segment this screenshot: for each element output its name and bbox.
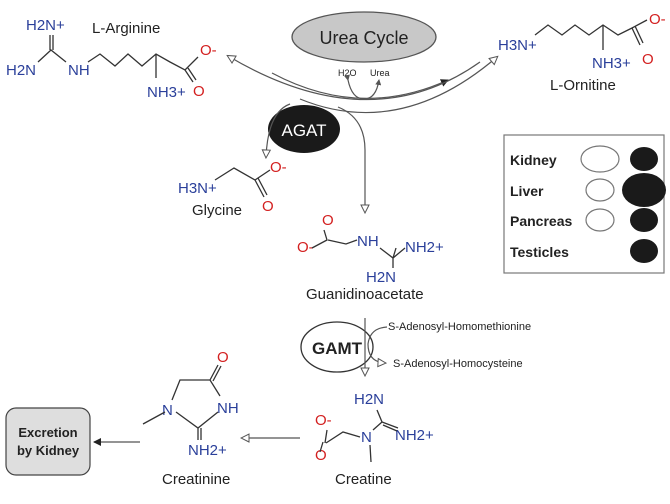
- orn-h3n-plus: H3N+: [498, 37, 537, 54]
- gaa-nh2-plus: NH2+: [405, 239, 444, 256]
- cr-name: Creatine: [335, 471, 392, 488]
- crn-nh2-plus: NH2+: [188, 442, 227, 459]
- orn-name: L-Ornitine: [550, 77, 616, 94]
- crn-name: Creatinine: [162, 471, 230, 488]
- arginine-to-ornithine-arrow: [271, 72, 449, 99]
- crn-o: O: [217, 349, 229, 366]
- gly-o-minus: O-: [270, 159, 287, 176]
- legend-liver: Liver: [510, 183, 544, 199]
- arg-o: O: [193, 83, 205, 100]
- excretion-line1: Excretion: [18, 425, 77, 440]
- agat-label: AGAT: [281, 121, 326, 140]
- arg-nh: NH: [68, 62, 90, 79]
- arg-nh3-plus: NH3+: [147, 84, 186, 101]
- gaa-name: Guanidinoacetate: [306, 286, 424, 303]
- orn-nh3-plus: NH3+: [592, 55, 631, 72]
- ornithine-formation-arrow: [299, 57, 497, 114]
- agat-level-dot-pancreas: [585, 208, 615, 232]
- agat-level-dot-liver: [585, 178, 615, 202]
- sam-sah-arrow: [367, 326, 387, 363]
- gamt-enzyme: [300, 321, 374, 373]
- urea-cycle-label: Urea Cycle: [319, 28, 408, 48]
- creatinine: O N NH NH2+ Creatinine: [142, 349, 239, 488]
- ornithine-to-arginine-arrow: [228, 56, 481, 101]
- urea-cycle-node: [291, 11, 437, 63]
- gamt-level-dot-kidney: [630, 147, 658, 171]
- excretion-line2: by Kidney: [17, 443, 80, 458]
- agat-level-dot-kidney: [580, 145, 620, 173]
- gaa-h2n: H2N: [366, 269, 396, 286]
- urea-label: Urea: [370, 68, 390, 78]
- legend-testicles: Testicles: [510, 244, 569, 260]
- gamt-label: GAMT: [312, 339, 363, 358]
- agat-enzyme: [268, 105, 340, 153]
- legend-kidney: Kidney: [510, 152, 557, 168]
- gly-name: Glycine: [192, 202, 242, 219]
- gaa-o-minus: O-: [297, 239, 314, 256]
- urea-exchange-arrow: [344, 74, 382, 100]
- arg-name: L-Arginine: [92, 20, 160, 37]
- legend-pancreas: Pancreas: [510, 213, 572, 229]
- excretion-box: [5, 407, 91, 476]
- arg-h2n: H2N: [6, 62, 36, 79]
- gamt-level-dot-liver: [622, 173, 666, 207]
- sam-label: S-Adenosyl-Homomethionine: [388, 321, 531, 333]
- guanidinoacetate: O O- NH NH2+ H2N Guanidinoacetate: [297, 212, 444, 303]
- cr-h2n: H2N: [354, 391, 384, 408]
- gly-h3n-plus: H3N+: [178, 180, 217, 197]
- orn-o: O: [642, 51, 654, 68]
- gly-o: O: [262, 198, 274, 215]
- h2o-label: H2O: [338, 68, 357, 78]
- agat-to-glycine-arrow: [266, 103, 291, 157]
- gaa-o: O: [322, 212, 334, 229]
- organ-expression-legend: Kidney Liver Pancreas Testicles: [503, 134, 666, 274]
- orn-o-minus: O-: [649, 11, 666, 28]
- cr-n: N: [361, 429, 372, 446]
- cr-o: O: [315, 447, 327, 464]
- cr-nh2-plus: NH2+: [395, 427, 434, 444]
- crn-nh: NH: [217, 400, 239, 417]
- agat-to-guanidinoacetate-arrow: [337, 106, 365, 212]
- arg-h2n-plus: H2N+: [26, 17, 65, 34]
- arg-o-minus: O-: [200, 42, 217, 59]
- gamt-level-dot-testicles: [630, 239, 658, 263]
- l-ornitine: H3N+ NH3+ O- O L-Ornitine: [498, 11, 666, 94]
- crn-n: N: [162, 402, 173, 419]
- gaa-nh: NH: [357, 233, 379, 250]
- l-arginine: H2N+ H2N NH NH3+ O- O L-Arginine: [6, 17, 217, 101]
- glycine: H3N+ O- O Glycine: [178, 159, 287, 219]
- creatine: H2N NH2+ N O- O Creatine: [315, 391, 434, 488]
- gamt-level-dot-pancreas: [630, 208, 658, 232]
- cr-o-minus: O-: [315, 412, 332, 429]
- sah-label: S-Adenosyl-Homocysteine: [393, 358, 523, 370]
